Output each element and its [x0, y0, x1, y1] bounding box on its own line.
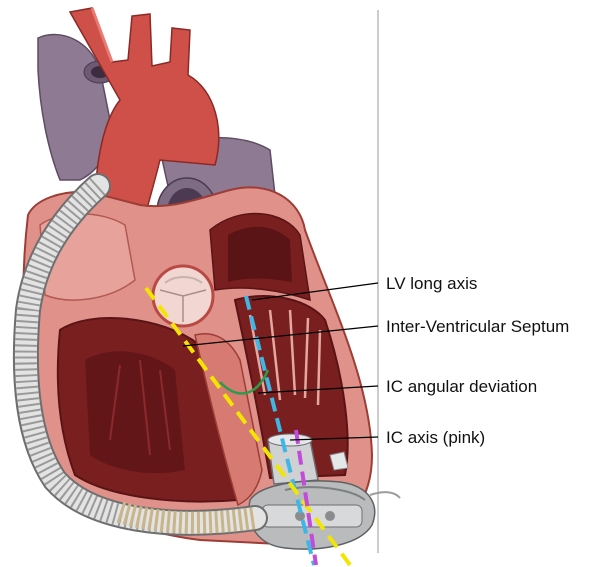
lvad-pump-icon	[249, 481, 400, 549]
label-ic-angular-deviation: IC angular deviation	[386, 377, 537, 396]
label-septum: Inter-Ventricular Septum	[386, 317, 569, 336]
label-lv-long-axis: LV long axis	[386, 274, 477, 293]
aortic-valve	[153, 266, 213, 326]
label-ic-axis: IC axis (pink)	[386, 428, 485, 447]
